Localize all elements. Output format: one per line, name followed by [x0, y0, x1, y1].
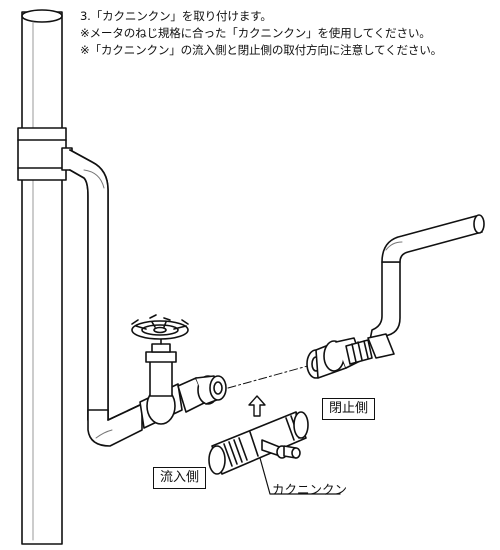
meter-union-fitting: [306, 337, 373, 379]
meter-side-pipe: [367, 214, 485, 359]
part-leader-line: [259, 457, 341, 495]
riser-tee-fitting: [17, 127, 73, 181]
step-text: 3.「カクニンクン」を取り付けます。: [80, 9, 272, 23]
note-direction: ※「カクニンクン」の流入側と閉止側の取付方向に注意してください。: [80, 43, 443, 57]
inflow-side-label: 流入側: [153, 467, 207, 489]
kakuninkun-part: [208, 411, 309, 475]
part-name-label: カクニンクン: [272, 482, 348, 497]
note-thread-spec: ※メータのねじ規格に合った「カクニンクン」を使用してください。: [80, 26, 431, 40]
install-arrow-icon: [248, 395, 266, 417]
instructions-block: 3.「カクニンクン」を取り付けます。 ※メータのねじ規格に合った「カクニンクン」…: [80, 8, 496, 59]
bottom-elbow-pipe: [87, 403, 143, 447]
valve-union-nut: [177, 375, 227, 413]
riser-pipe: [21, 9, 63, 545]
closed-side-label: 閉止側: [322, 398, 376, 420]
branch-pipe: [69, 149, 109, 421]
gate-valve: [131, 314, 189, 429]
